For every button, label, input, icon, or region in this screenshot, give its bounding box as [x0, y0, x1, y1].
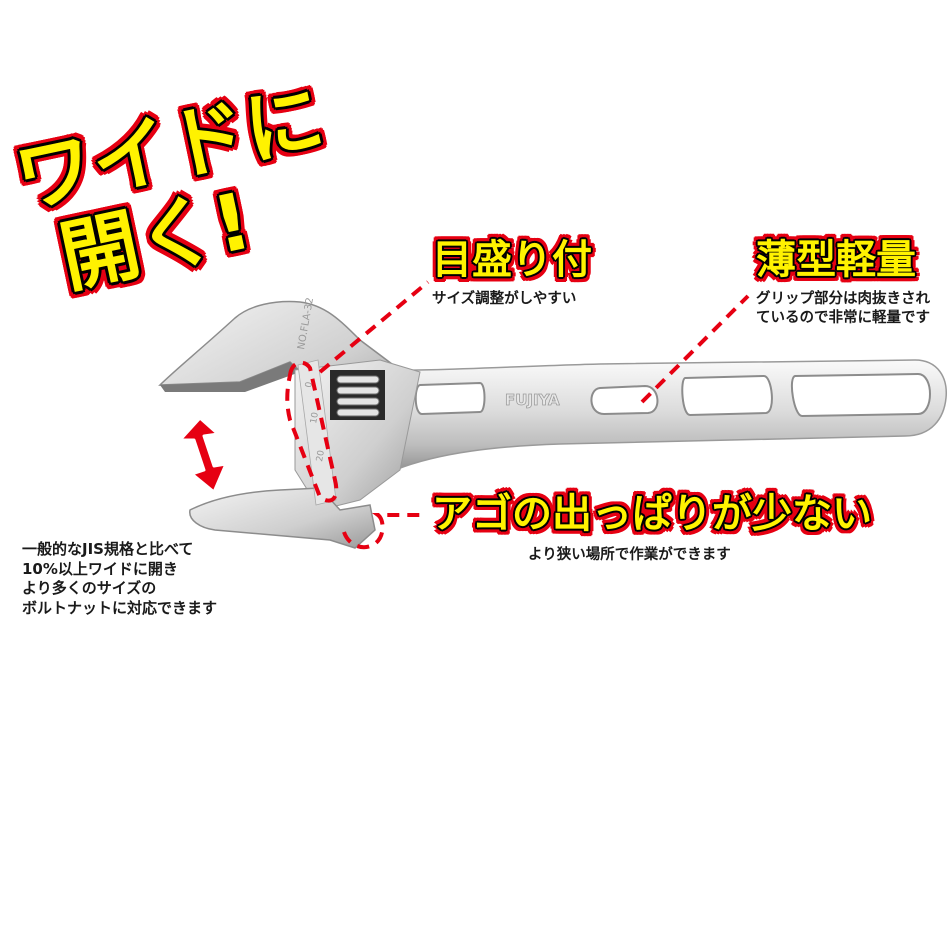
- scale-label-20: 20: [315, 449, 327, 462]
- callout-scale-title: 目盛り付: [432, 237, 592, 283]
- wide-note-line-2: 10%以上ワイドに開き: [22, 559, 178, 578]
- wide-note-line-1: 一般的なJIS規格と比べて: [22, 540, 194, 558]
- scale-label-10: 10: [309, 411, 321, 424]
- callout-lightweight: 薄型軽量 グリップ部分は肉抜きされ ているので非常に軽量です: [756, 236, 930, 328]
- scale-label-0: 0: [304, 381, 315, 389]
- callout-scale-desc: サイズ調整がしやすい: [432, 291, 577, 307]
- wrench-brand: FUJIYA: [505, 391, 560, 409]
- wrench-handle: [354, 359, 947, 474]
- lightweight-leader-line: [640, 294, 750, 404]
- callout-jaw-desc: より狭い場所で作業ができます: [528, 547, 731, 563]
- callout-jaw: アゴの出っぱりが少ない より狭い場所で作業ができます: [432, 490, 872, 565]
- double-arrow-icon: [178, 416, 228, 494]
- wide-opening-note: 一般的なJIS規格と比べて 10%以上ワイドに開き より多くのサイズの ボルトナ…: [22, 540, 217, 618]
- callout-jaw-title: アゴの出っぱりが少ない: [432, 491, 872, 537]
- wide-note-line-3: より多くのサイズの: [22, 579, 157, 597]
- worm-gear: [336, 375, 380, 417]
- callout-scale: 目盛り付 サイズ調整がしやすい: [432, 236, 592, 309]
- callout-lightweight-title: 薄型軽量: [756, 237, 916, 283]
- jaw-highlight-arc: [342, 513, 425, 549]
- scale-highlight-oval: [285, 360, 339, 503]
- scale-leader-line: [318, 280, 430, 374]
- callout-lightweight-desc-1: グリップ部分は肉抜きされ: [756, 291, 930, 307]
- wrench-head: NO.FLA-32 0 10 20: [158, 297, 421, 549]
- callout-lightweight-desc-2: ているので非常に軽量です: [756, 310, 930, 326]
- wide-note-line-4: ボルトナットに対応できます: [22, 598, 218, 617]
